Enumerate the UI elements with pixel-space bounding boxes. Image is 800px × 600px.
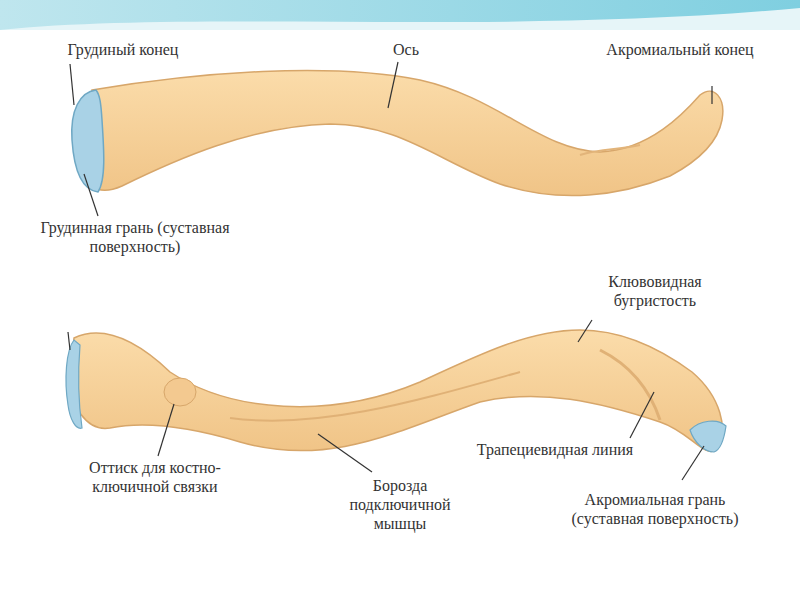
sternal-facet-upper: [72, 90, 104, 192]
acromial-facet: [690, 421, 726, 452]
part-label: Ось: [386, 40, 426, 59]
part-label: Оттиск для костно-ключичной связки: [60, 458, 250, 496]
part-label: Трапециевидная линия: [455, 440, 655, 459]
clavicle-upper: [84, 71, 723, 196]
upper-rough-area: [580, 145, 640, 155]
part-label: Грудинная грань (суставная поверхность): [40, 218, 230, 256]
ligament-impression: [164, 378, 196, 406]
ground: [0, 30, 800, 600]
part-label: Акромиальная грань (суставная поверхност…: [550, 490, 760, 528]
band-swoosh: [0, 8, 800, 30]
leader-lines: [68, 62, 712, 480]
clavicle-lower: [70, 330, 722, 452]
part-label: Клювовидная бугристость: [570, 272, 740, 310]
subclavian-groove: [230, 372, 520, 421]
sternal-facet-lower: [66, 340, 82, 428]
top-band: [0, 0, 800, 30]
part-label: Акромиальный конец: [600, 40, 760, 59]
trapezoid-ridge: [600, 350, 660, 420]
part-label: Грудиный конец: [58, 40, 188, 59]
part-label: Борозда подключичной мышцы: [330, 476, 470, 534]
